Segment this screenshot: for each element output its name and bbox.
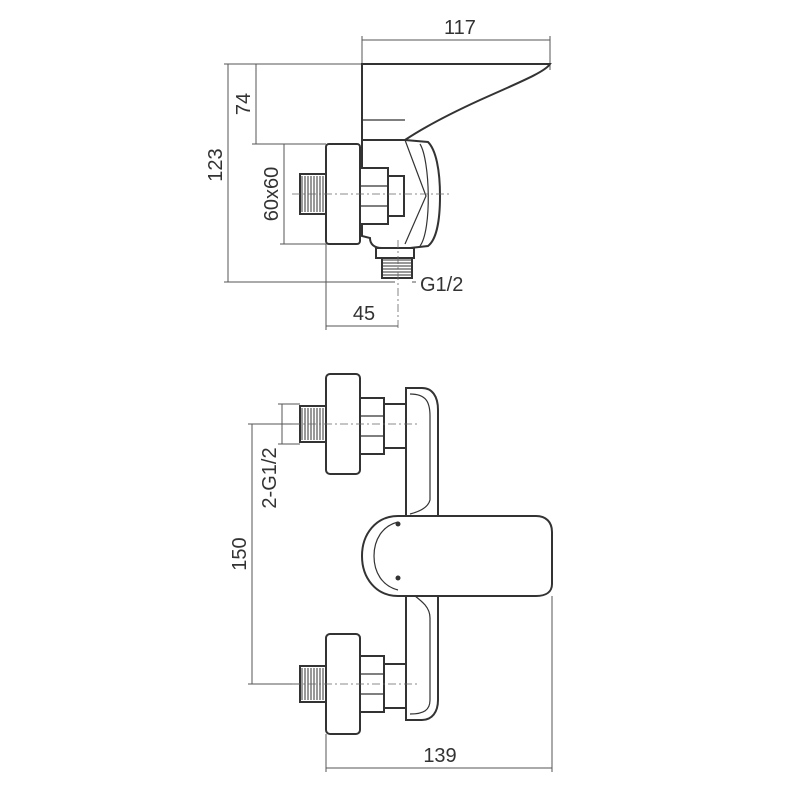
dim-60x60: 60x60 — [261, 144, 326, 245]
dim-117: 117 — [361, 17, 551, 120]
upper-nut — [359, 397, 385, 455]
side-view: 117 123 74 60x60 — [205, 17, 552, 330]
handle-screw-bottom — [395, 575, 401, 581]
outlet-thread-label: G1/2 — [420, 274, 463, 296]
dim-60x60-label: 60x60 — [261, 167, 283, 222]
dim-74-label: 74 — [233, 93, 255, 115]
dim-150: 150 — [229, 423, 300, 685]
dim-45: 45 — [325, 244, 398, 330]
handle-screw-top — [395, 521, 401, 527]
dim-139-label: 139 — [423, 745, 456, 767]
outlet-thread — [375, 247, 415, 279]
dim-150-label: 150 — [229, 537, 251, 570]
dim-45-label: 45 — [353, 303, 375, 325]
hex-nut — [359, 167, 405, 225]
front-view: 150 2-G1/2 — [229, 373, 553, 772]
front-handle — [360, 515, 553, 597]
dim-2-g12-label: 2-G1/2 — [259, 447, 281, 508]
dim-117-label: 117 — [444, 17, 476, 39]
dim-139: 139 — [325, 596, 553, 772]
dim-2-g12: 2-G1/2 — [259, 403, 300, 509]
dim-123-label: 123 — [205, 148, 227, 181]
dim-74: 74 — [233, 64, 326, 145]
lever-handle — [361, 63, 552, 141]
